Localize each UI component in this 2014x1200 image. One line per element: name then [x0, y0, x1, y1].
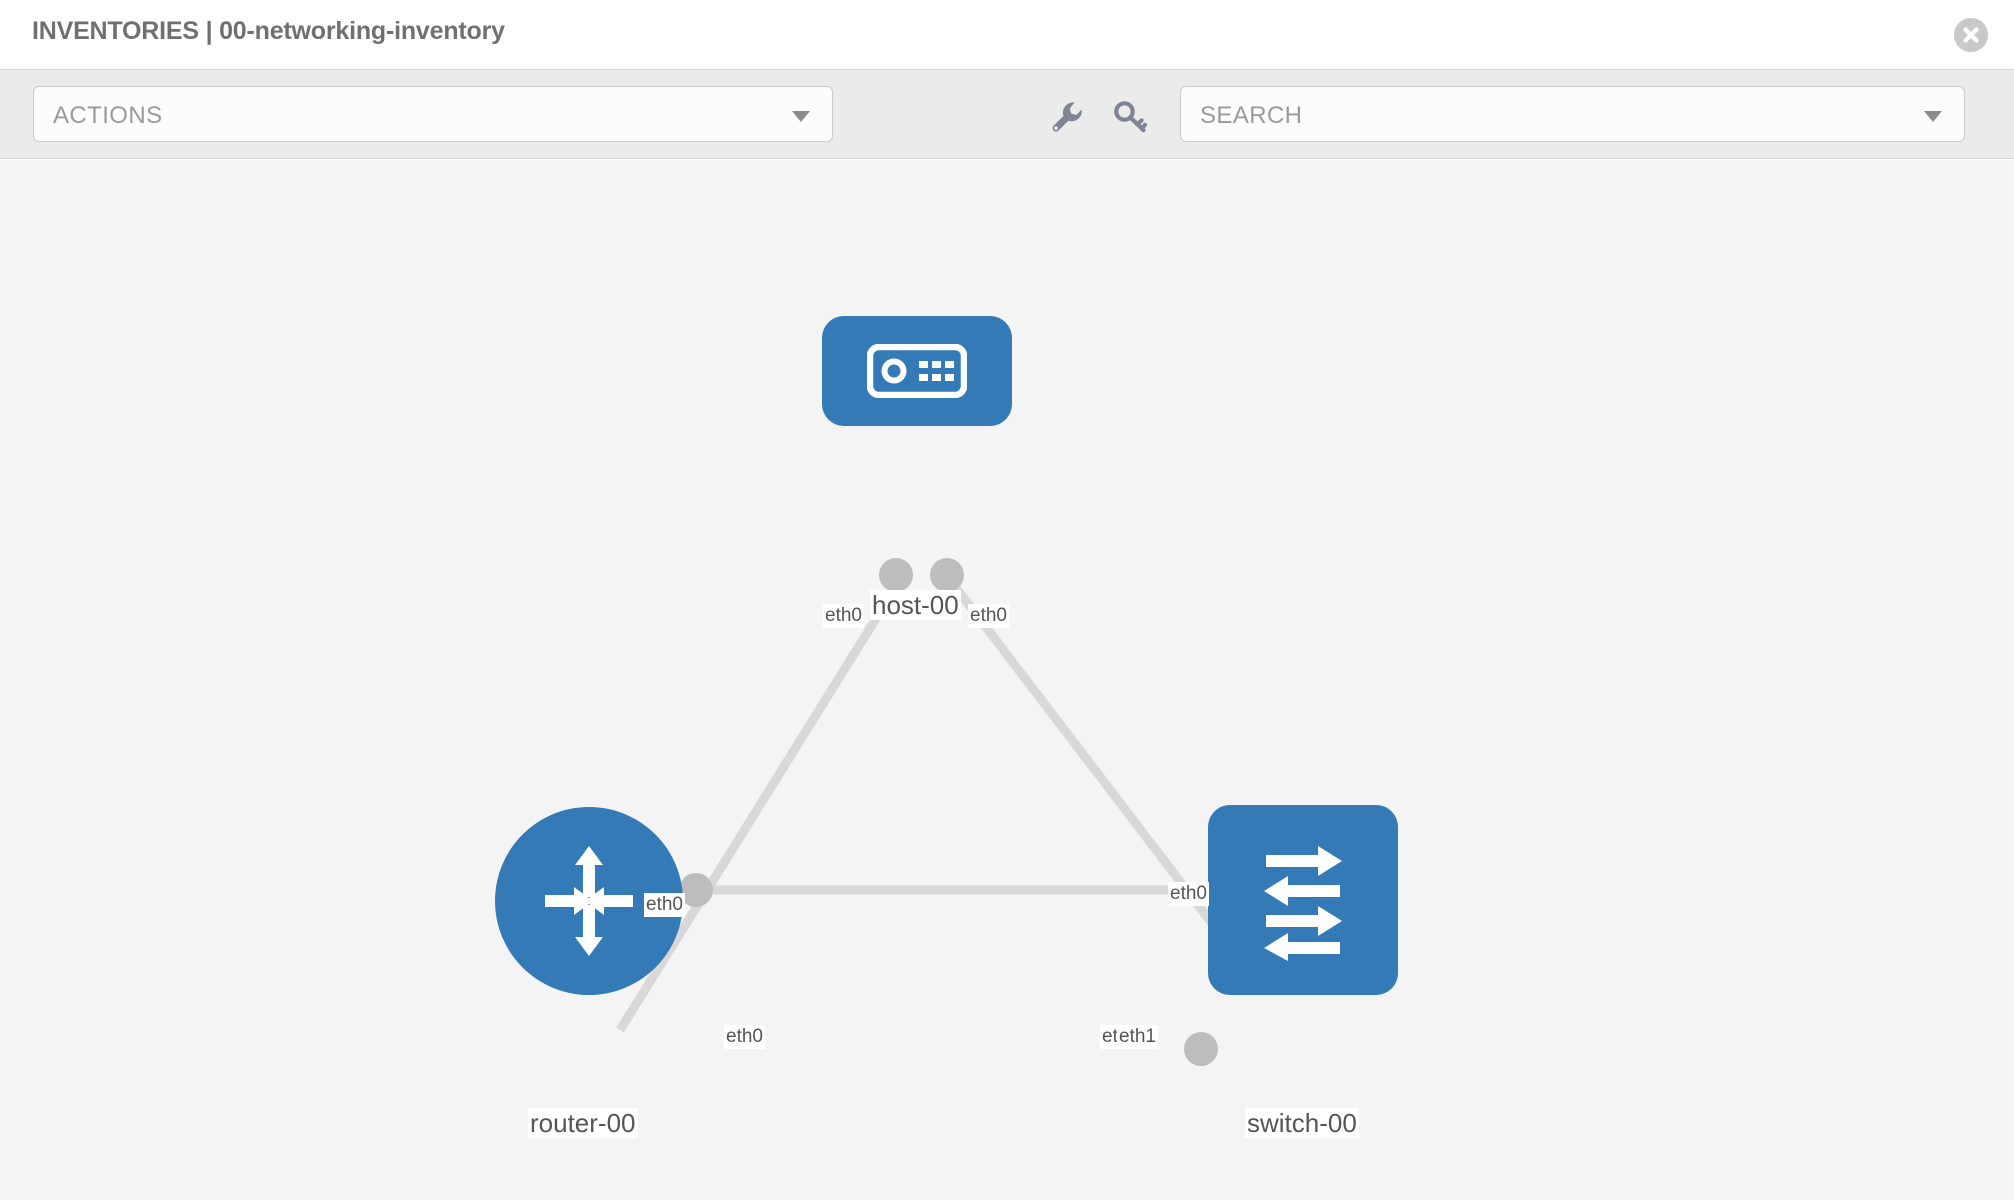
edge-label-switch-up: eth0: [1168, 882, 1209, 906]
server-icon: [867, 344, 967, 398]
chevron-down-icon: [792, 111, 810, 122]
close-button[interactable]: [1954, 18, 1988, 52]
connector-host-left: [879, 558, 913, 592]
page-title: INVENTORIES | 00-networking-inventory: [32, 17, 505, 45]
connector-host-right: [930, 558, 964, 592]
wrench-icon: [1052, 102, 1082, 132]
edge-label-router-right: eth0: [724, 1025, 765, 1049]
edge-label-host-right: eth0: [968, 604, 1009, 628]
search-input[interactable]: SEARCH: [1180, 86, 1965, 142]
search-placeholder: SEARCH: [1200, 102, 1303, 129]
page-header: INVENTORIES | 00-networking-inventory: [0, 0, 2014, 70]
node-host-00[interactable]: [822, 316, 1012, 426]
actions-dropdown-label: ACTIONS: [53, 102, 163, 129]
topology-canvas[interactable]: host-00 eth0 eth0: [0, 160, 2014, 1200]
node-label-host-00: host-00: [870, 590, 961, 620]
close-icon: [1954, 18, 1988, 52]
connector-switch-left: [1184, 1032, 1218, 1066]
node-switch-00[interactable]: [1208, 805, 1398, 995]
toolbar: ACTIONS SEARCH: [0, 70, 2014, 159]
key-icon: [1114, 101, 1148, 133]
switch-icon: [1264, 846, 1342, 961]
node-label-switch-00: switch-00: [1245, 1108, 1359, 1138]
chevron-down-icon: [1924, 111, 1942, 122]
wrench-button[interactable]: [1046, 96, 1086, 136]
actions-dropdown[interactable]: ACTIONS: [33, 86, 833, 142]
edge-host-router[interactable]: [616, 577, 904, 1033]
router-icon: [545, 846, 633, 956]
topology-edges: [616, 577, 1244, 1033]
edge-label-router-up: eth0: [644, 893, 685, 917]
edge-label-switch-left: eth1: [1117, 1025, 1158, 1049]
key-button[interactable]: [1110, 96, 1150, 136]
edge-label-host-left: eth0: [823, 604, 864, 628]
node-label-router-00: router-00: [528, 1108, 638, 1138]
